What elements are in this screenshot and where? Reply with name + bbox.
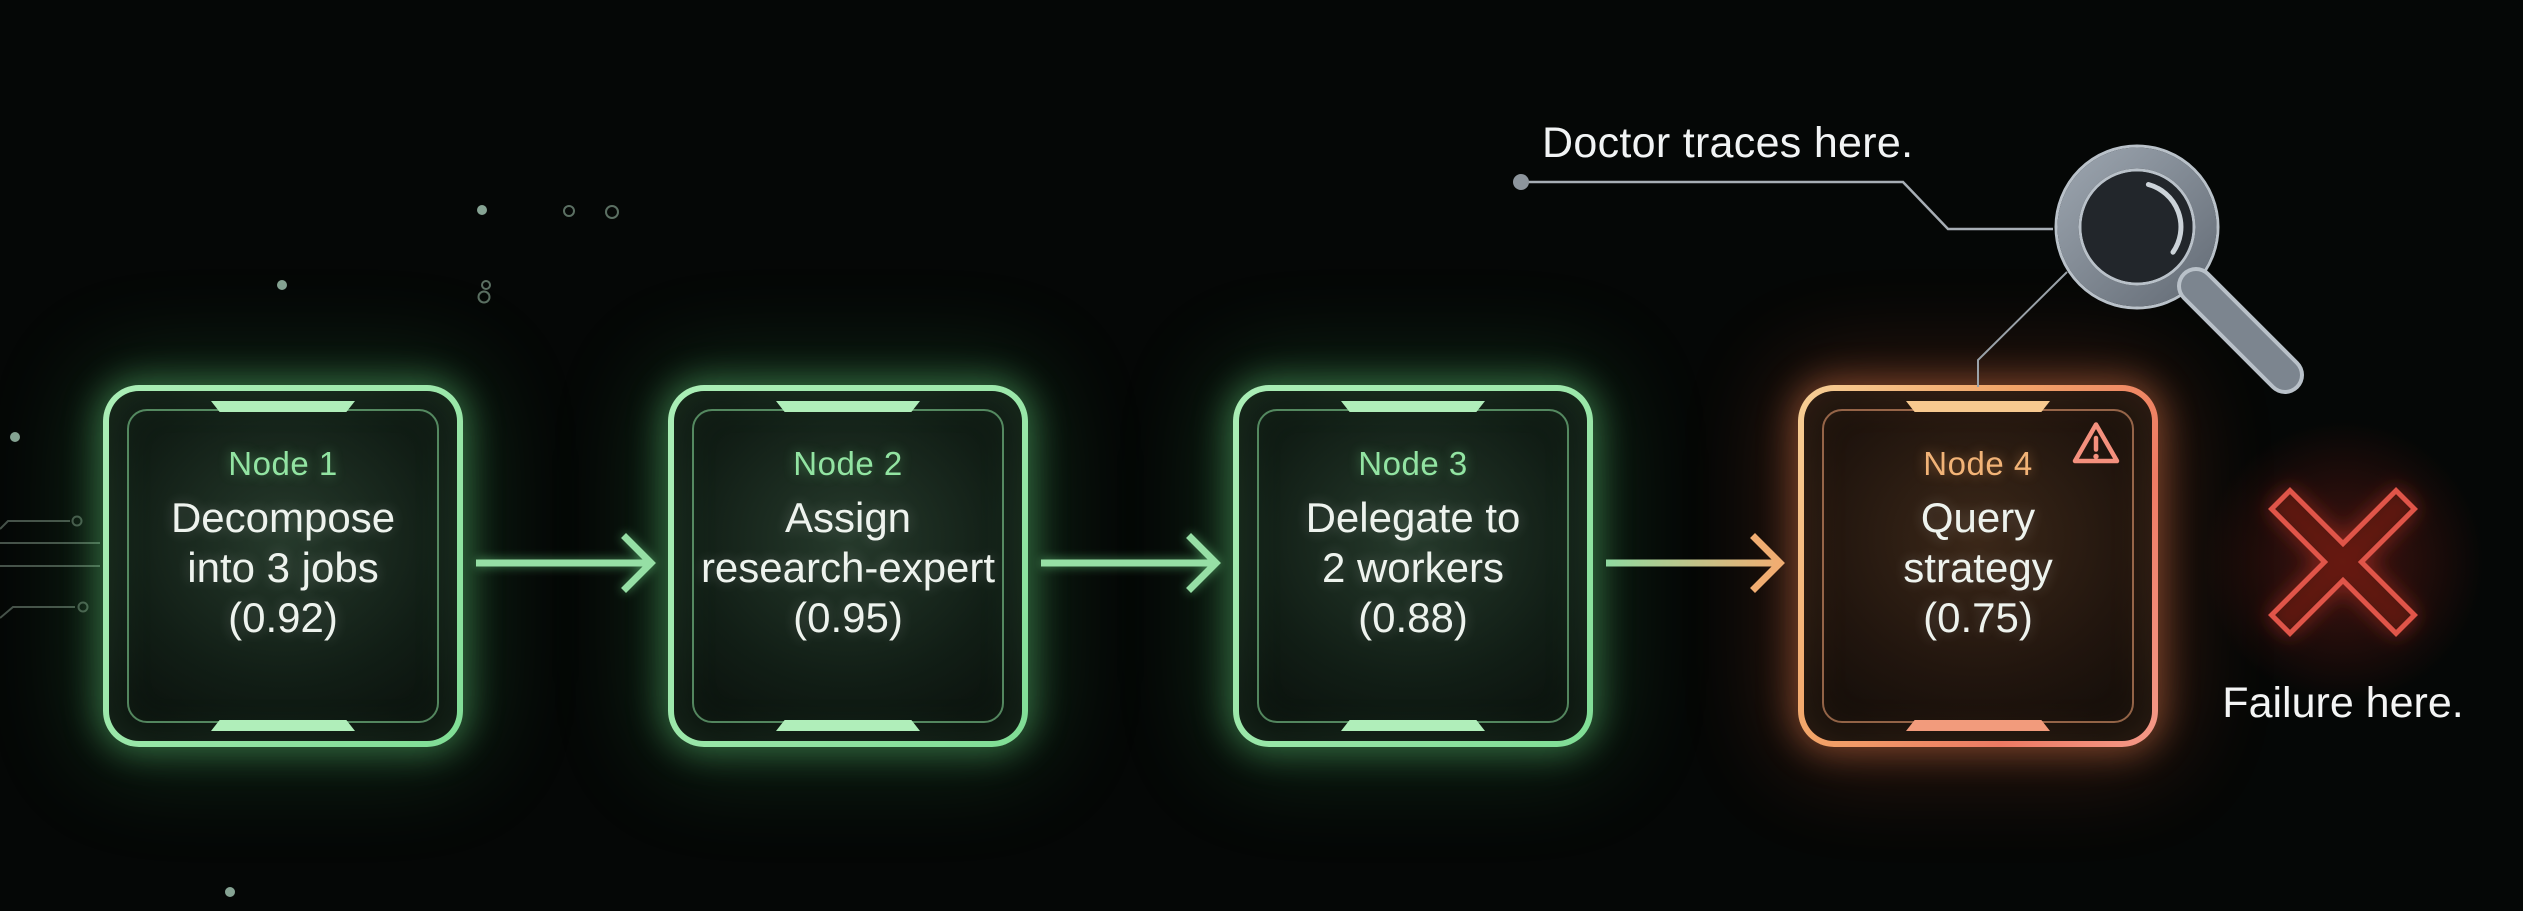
warning-triangle-icon <box>2072 422 2120 464</box>
node-label-line: strategy <box>1903 544 2053 591</box>
node-label-line: Delegate to <box>1305 494 1521 541</box>
magnifying-glass-icon <box>2054 144 2304 394</box>
circuit-traces <box>0 515 100 619</box>
node-title: Node 1 <box>228 445 338 482</box>
doctor-leader-line <box>1513 174 2053 231</box>
flow-node-1-panel: Node 1 Decompose into 3 jobs (0.92) <box>109 391 457 741</box>
node-notch-top <box>1906 401 2050 412</box>
node-label-line: research-expert <box>700 544 996 591</box>
node-label-line: into 3 jobs <box>187 544 379 591</box>
node-notch-bottom <box>1341 720 1485 731</box>
flow-node-2-panel: Node 2 Assign research-expert (0.95) <box>674 391 1022 741</box>
leader-dot <box>1513 174 1529 190</box>
node-label-line: (0.92) <box>228 594 338 641</box>
magnifier-connector-line <box>1977 271 2068 387</box>
node-notch-top <box>211 401 355 412</box>
edge-arrow-3-4 <box>1606 533 1785 593</box>
flow-node-1: Node 1 Decompose into 3 jobs (0.92) <box>103 385 463 747</box>
node-label-line: Query <box>1920 494 2036 541</box>
edge-arrow-2-3 <box>1041 533 1221 593</box>
node-title: Node 4 <box>1923 445 2033 482</box>
edge-arrow-1-2 <box>476 533 656 593</box>
node-label-line: (0.75) <box>1923 594 2033 641</box>
node-label: Delegate to 2 workers (0.88) <box>1306 493 1521 643</box>
node-label: Query strategy (0.75) <box>1903 493 2052 643</box>
node-title: Node 2 <box>793 445 903 482</box>
node-label-line: Decompose <box>170 494 396 541</box>
node-notch-bottom <box>211 720 355 731</box>
x-mark-icon <box>2203 422 2483 702</box>
node-label: Assign research-expert (0.95) <box>701 493 995 643</box>
node-notch-top <box>776 401 920 412</box>
node-label-line: 2 workers <box>1321 544 1505 591</box>
doctor-traces-label: Doctor traces here. <box>1542 119 1914 167</box>
flow-node-3-panel: Node 3 Delegate to 2 workers (0.88) <box>1239 391 1587 741</box>
node-label: Decompose into 3 jobs (0.92) <box>171 493 395 643</box>
failure-here-label: Failure here. <box>2222 679 2464 727</box>
node-label-line: (0.95) <box>793 594 903 641</box>
node-label-line: Assign <box>784 494 912 541</box>
node-title: Node 3 <box>1358 445 1468 482</box>
flow-node-3: Node 3 Delegate to 2 workers (0.88) <box>1233 385 1593 747</box>
flow-node-2: Node 2 Assign research-expert (0.95) <box>668 385 1028 747</box>
node-label-line: (0.88) <box>1358 594 1468 641</box>
node-notch-bottom <box>776 720 920 731</box>
flow-node-4: Node 4 Query strategy (0.75) <box>1798 385 2158 747</box>
node-notch-bottom <box>1906 720 2050 731</box>
node-notch-top <box>1341 401 1485 412</box>
flow-node-4-panel: Node 4 Query strategy (0.75) <box>1804 391 2152 741</box>
